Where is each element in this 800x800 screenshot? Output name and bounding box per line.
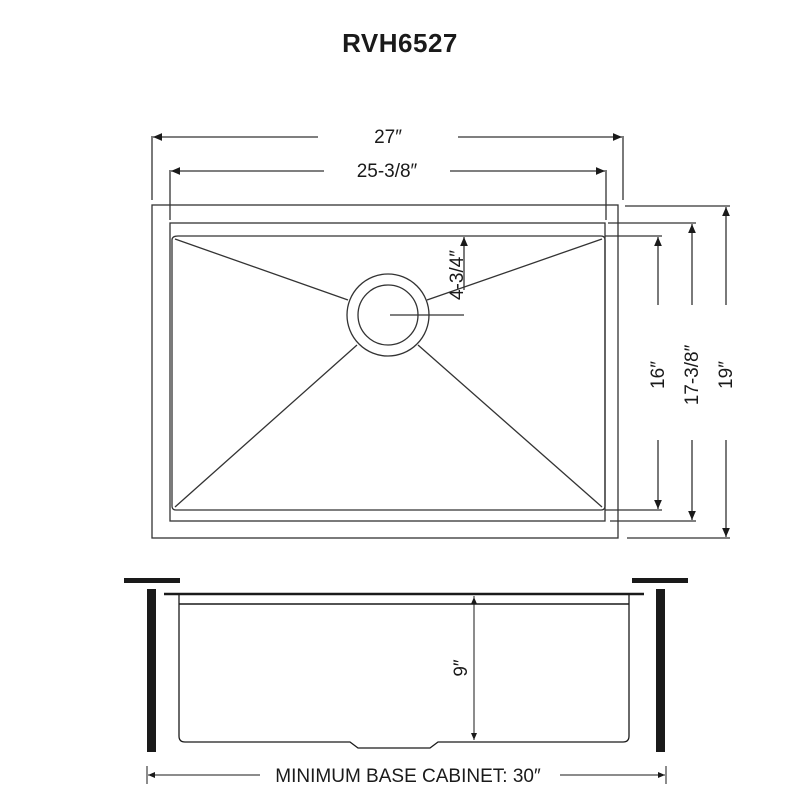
countertop-left [124, 578, 180, 583]
top-view [151, 133, 730, 539]
cabinet-wall-left [147, 589, 156, 752]
model-title: RVH6527 [342, 28, 458, 58]
dim-overall-depth: 19″ [716, 361, 737, 389]
side-view [124, 578, 688, 784]
dim-bowl-depth: 16″ [648, 361, 669, 389]
dim-drain-offset: 4-3/4″ [447, 250, 468, 300]
dim-basin-depth: 9″ [451, 659, 472, 677]
countertop-right [632, 578, 688, 583]
outer-flange [151, 204, 619, 539]
dim-inner-depth: 17-3/8″ [682, 344, 703, 405]
basin [171, 235, 606, 511]
inner-rim [169, 222, 606, 522]
cabinet-wall-right [656, 589, 665, 752]
sink-basin-profile [178, 595, 630, 749]
dim-min-cabinet: MINIMUM BASE CABINET: 30″ [275, 766, 541, 787]
dim-overall-width: 27″ [374, 127, 402, 148]
dim-bowl-width: 25-3/8″ [357, 161, 418, 182]
